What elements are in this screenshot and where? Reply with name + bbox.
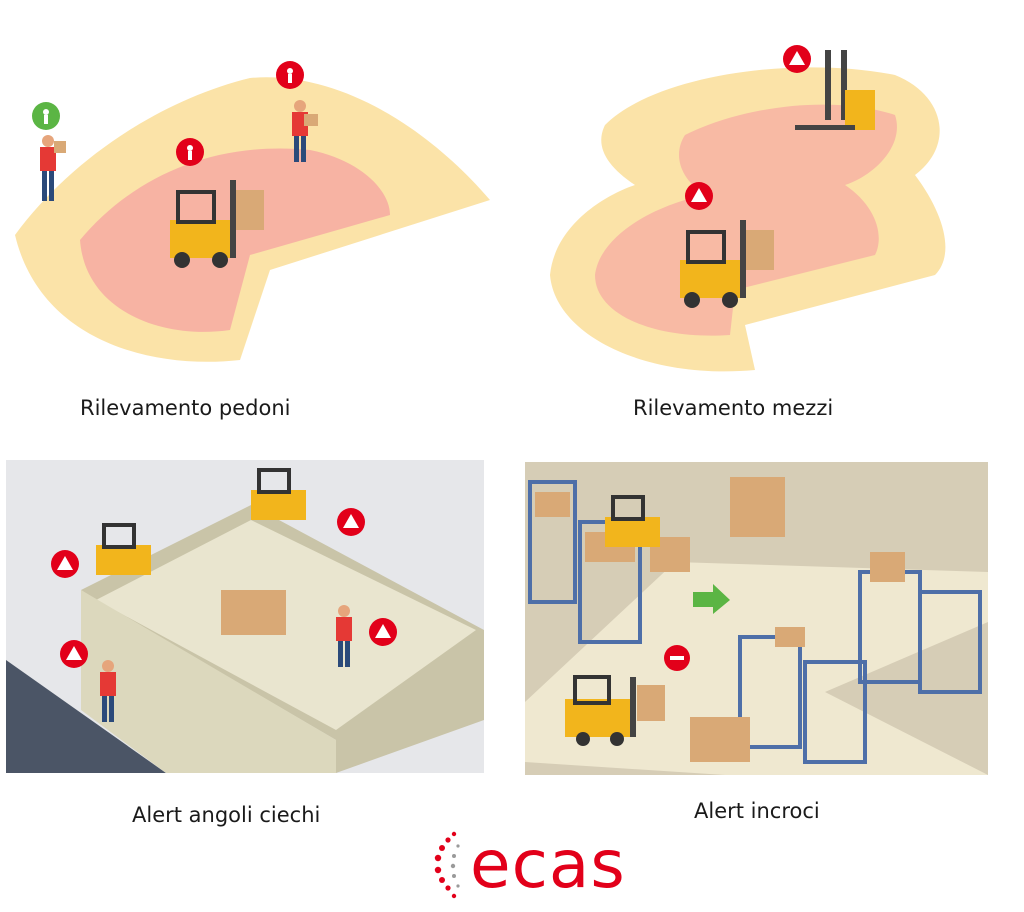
brand-name: ecas <box>470 826 626 903</box>
warning-triangle-icon <box>783 45 811 73</box>
warning-triangle-icon <box>685 182 713 210</box>
panel-intersection-alert <box>525 462 988 775</box>
warning-triangle-icon <box>51 550 79 578</box>
pedestrian-detection-illustration <box>15 61 490 362</box>
panel-vehicle-detection <box>545 35 965 380</box>
ecas-logo <box>434 831 460 899</box>
forklift-icon <box>605 495 660 547</box>
pedestrian-alert-icon <box>276 61 304 89</box>
pedestrian-ok-icon <box>32 102 60 130</box>
pedestrian-figure <box>40 135 66 201</box>
caption-intersection-alert: Alert incroci <box>694 799 820 823</box>
caption-pedestrian-detection: Rilevamento pedoni <box>80 396 291 420</box>
pedestrian-figure <box>336 605 352 667</box>
forklift-icon <box>96 523 151 575</box>
caption-vehicle-detection: Rilevamento mezzi <box>633 396 834 420</box>
caption-blind-spot-alert: Alert angoli ciechi <box>132 803 321 827</box>
box-stack <box>535 477 905 762</box>
pedestrian-figure <box>100 660 116 722</box>
forklift-icon <box>251 468 306 520</box>
vehicle-detection-illustration <box>550 45 946 372</box>
pedestrian-figure <box>292 100 318 162</box>
box-stack <box>221 590 286 635</box>
no-entry-icon <box>664 645 690 671</box>
warning-triangle-icon <box>369 618 397 646</box>
panel-pedestrian-detection <box>10 40 500 370</box>
direction-arrow-icon <box>693 584 730 614</box>
pedestrian-alert-icon <box>176 138 204 166</box>
warning-triangle-icon <box>337 508 365 536</box>
forklift-icon <box>565 675 665 746</box>
forklift-icon <box>170 180 264 268</box>
wall-front <box>81 590 336 773</box>
panel-blind-spot-alert <box>6 460 484 773</box>
forklift-icon <box>680 220 774 308</box>
warning-triangle-icon <box>60 640 88 668</box>
intersection-illustration <box>525 462 988 775</box>
blind-spot-illustration <box>6 460 484 773</box>
forklift-icon <box>795 50 875 130</box>
